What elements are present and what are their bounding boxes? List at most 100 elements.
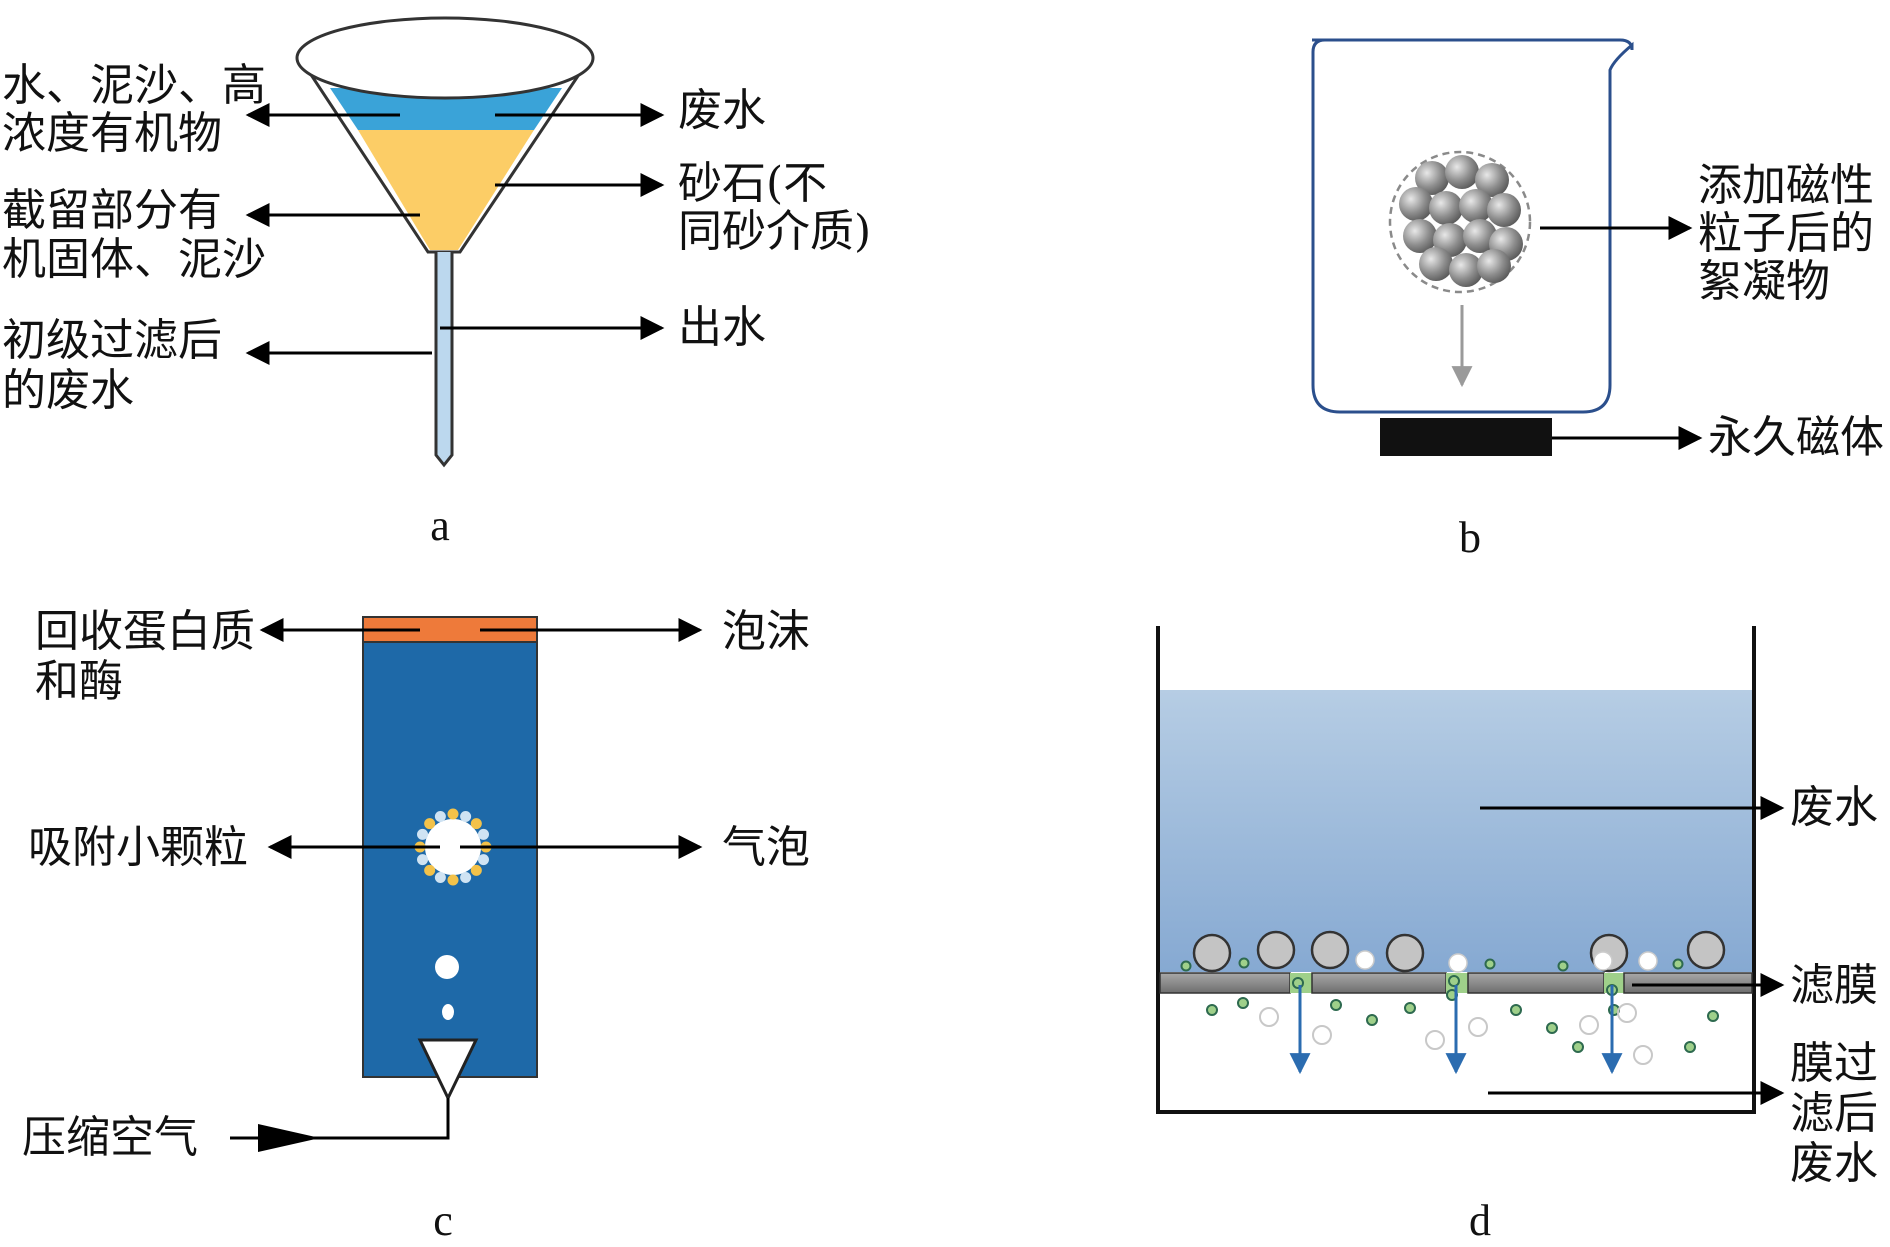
white-particle — [1355, 950, 1375, 970]
funnel — [295, 16, 595, 468]
floc-particle — [1399, 187, 1433, 221]
adsorbed-particle — [417, 854, 429, 866]
funnel-sand-layer — [358, 130, 534, 250]
label-floc-2: 粒子后的 — [1698, 208, 1874, 259]
label-gravel-1: 砂石(不 — [678, 158, 827, 209]
adsorbed-particle — [424, 864, 436, 876]
caption-a: a — [430, 501, 450, 550]
panel-a-arrows — [245, 103, 665, 365]
magnetic-floc — [1388, 150, 1532, 294]
label-retained-solids-2: 机固体、泥沙 — [2, 234, 266, 285]
label-effluent: 出水 — [678, 302, 766, 353]
label-filtered-1: 膜过 — [1790, 1038, 1878, 1089]
label-primary-filtered-1: 初级过滤后 — [2, 315, 222, 366]
label-retained-solids-1: 截留部分有 — [2, 185, 222, 236]
floc-particles — [1399, 155, 1523, 287]
adsorbed-particle — [470, 864, 482, 876]
air-inlet-arrow — [258, 1124, 320, 1152]
passing-particle — [1448, 975, 1460, 987]
outline-particle — [1312, 1025, 1332, 1045]
adsorbed-particle — [477, 854, 489, 866]
filtered-particle — [1707, 1010, 1719, 1022]
label-recover-protein-2: 和酶 — [35, 656, 123, 707]
funnel-rim — [295, 16, 595, 100]
caption-d: d — [1469, 1196, 1491, 1245]
adsorbed-particle — [434, 871, 446, 883]
small-particle — [1238, 957, 1250, 969]
outline-particle — [1579, 1015, 1599, 1035]
floc-particle — [1429, 191, 1463, 225]
filtered-particle — [1330, 999, 1342, 1011]
adsorbed-particle — [460, 811, 472, 823]
white-particle — [1638, 951, 1658, 971]
outline-particle — [1468, 1017, 1488, 1037]
small-bubble — [435, 955, 459, 979]
label-filtered-2: 滤后 — [1790, 1088, 1878, 1139]
label-wastewater-a: 废水 — [678, 85, 766, 136]
label-water-sand-organics-1: 水、泥沙、高 — [2, 60, 266, 111]
large-particle — [1686, 930, 1726, 970]
label-bubble: 气泡 — [722, 822, 810, 873]
outline-particle — [1633, 1045, 1653, 1065]
label-primary-filtered-2: 的废水 — [2, 365, 134, 416]
small-particle — [1484, 958, 1496, 970]
caption-b: b — [1459, 513, 1481, 562]
floc-particle — [1459, 189, 1493, 223]
adsorbed-particle — [477, 828, 489, 840]
label-water-sand-organics-2: 浓度有机物 — [2, 108, 222, 159]
small-particle — [1672, 958, 1684, 970]
permeate-flow-arrows — [1289, 985, 1623, 1075]
adsorbed-particle — [424, 818, 436, 830]
label-foam: 泡沫 — [722, 606, 810, 657]
small-particle — [1180, 960, 1192, 972]
floc-particle — [1487, 193, 1521, 227]
filtered-particle — [1237, 997, 1249, 1009]
filtered-particle — [1684, 1041, 1696, 1053]
adsorbed-particle — [470, 818, 482, 830]
floc-particle — [1445, 155, 1479, 189]
floc-particle — [1449, 253, 1483, 287]
label-gravel-2: 同砂介质) — [678, 206, 871, 257]
air-diffuser — [417, 1038, 479, 1102]
panel-a: 水、泥沙、高 浓度有机物 截留部分有 机固体、泥沙 初级过滤后 的废水 废水 砂… — [2, 16, 871, 550]
filter-membrane — [1159, 972, 1753, 994]
outline-particle — [1617, 1003, 1637, 1023]
floc-particle — [1463, 219, 1497, 253]
adsorbed-particle — [447, 874, 459, 886]
adsorbed-particle — [460, 871, 472, 883]
tank-wastewater — [1158, 690, 1754, 972]
label-floc-3: 絮凝物 — [1698, 256, 1830, 307]
panel-d: 废水 滤膜 膜过 滤后 废水 d — [1156, 626, 1878, 1245]
caption-c: c — [433, 1196, 453, 1245]
filtered-particle — [1366, 1014, 1378, 1026]
panel-c: 回收蛋白质 和酶 泡沫 吸附小颗粒 气泡 压缩空气 c — [22, 606, 810, 1245]
filtered-particle — [1510, 1004, 1522, 1016]
white-particle — [1448, 953, 1468, 973]
label-permanent-magnet: 永久磁体 — [1708, 412, 1884, 463]
filtered-particle — [1572, 1041, 1584, 1053]
label-wastewater-d: 废水 — [1790, 782, 1878, 833]
tank-walls — [1156, 626, 1756, 1114]
filtered-particle — [1546, 1022, 1558, 1034]
bubble-with-particles — [414, 808, 492, 886]
label-adsorbed-particles: 吸附小颗粒 — [28, 822, 248, 873]
outline-particle — [1259, 1007, 1279, 1027]
panel-b: 添加磁性 粒子后的 絮凝物 永久磁体 b — [1311, 38, 1884, 562]
funnel-stem — [434, 252, 454, 468]
permanent-magnet — [1380, 418, 1552, 456]
adsorbed-particle — [434, 811, 446, 823]
outline-particle — [1425, 1030, 1445, 1050]
label-membrane: 滤膜 — [1790, 960, 1878, 1011]
adsorbed-particles — [414, 808, 492, 886]
filtered-particle — [1404, 1002, 1416, 1014]
large-particle — [1192, 933, 1232, 973]
label-filtered-3: 废水 — [1790, 1138, 1878, 1189]
filtered-particle — [1206, 1004, 1218, 1016]
floc-particle — [1419, 247, 1453, 281]
white-particle — [1593, 951, 1613, 971]
label-recover-protein-1: 回收蛋白质 — [35, 606, 255, 657]
membrane-particles — [1180, 930, 1726, 1065]
label-floc-1: 添加磁性 — [1698, 160, 1874, 211]
floc-particle — [1477, 249, 1511, 283]
